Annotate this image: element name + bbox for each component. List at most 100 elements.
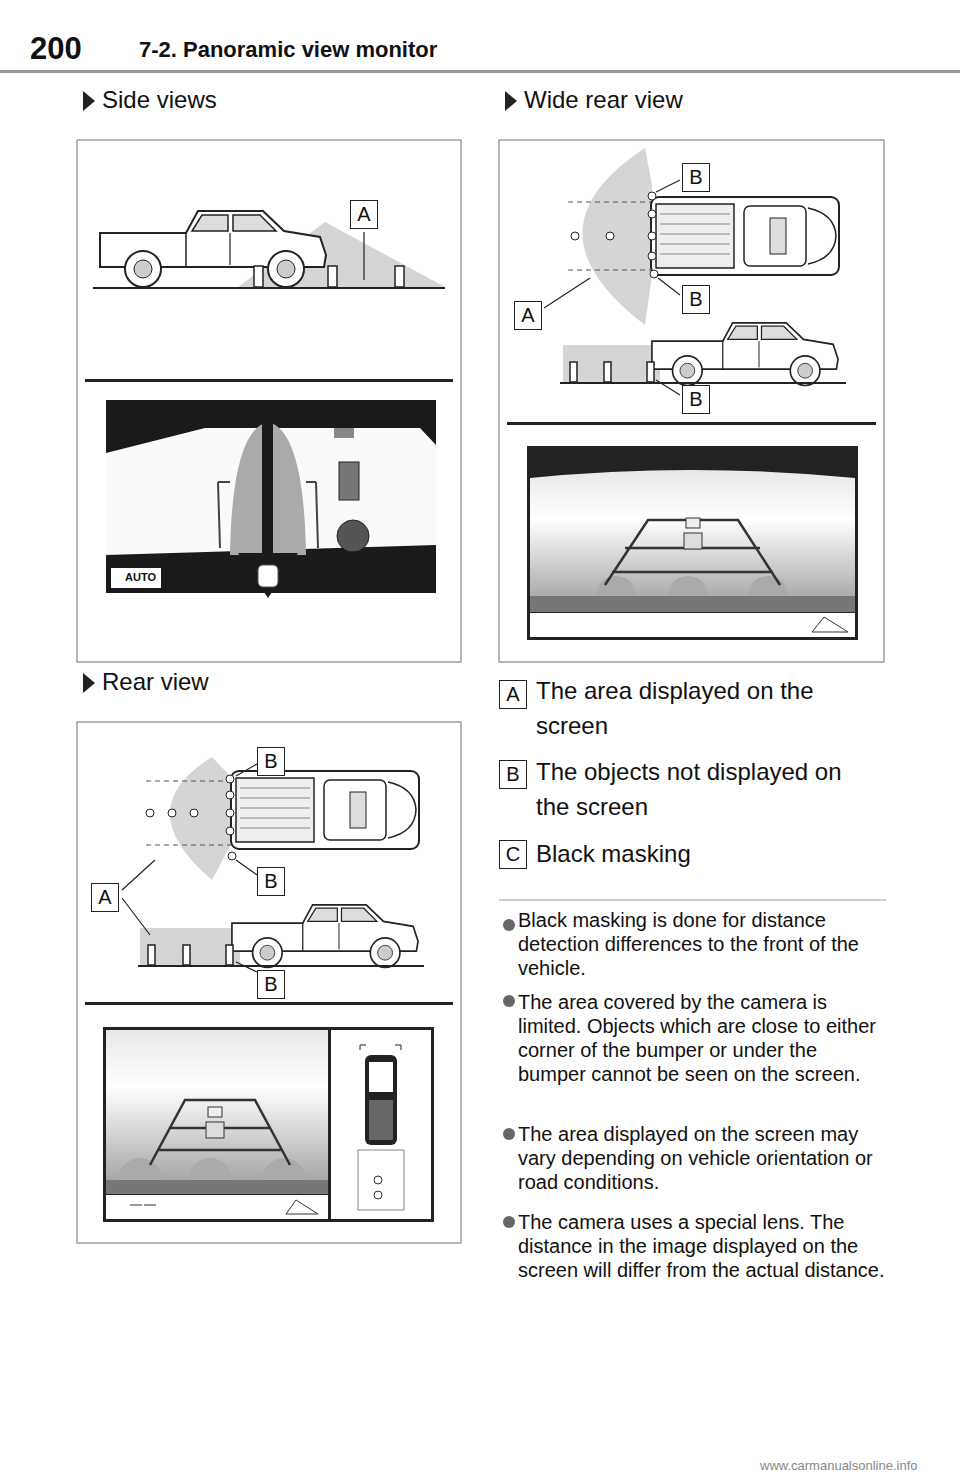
rear-view-figure-part [146, 809, 154, 817]
side-view-figure-part [254, 266, 263, 287]
rear-view-figure-part [228, 852, 236, 860]
rear-view-figure-part [236, 764, 257, 875]
callout-letter: A [350, 200, 378, 229]
rear-view-figure-part [369, 1100, 393, 1140]
notes-decor-part [503, 995, 515, 1007]
note-text: Black masking is done for distance detec… [518, 908, 888, 980]
callout-letter: B [682, 385, 710, 414]
callout-letter: B [257, 970, 285, 999]
notes-decor-part [499, 899, 886, 900]
wide-rear-view-figure-part [606, 232, 614, 240]
heading-markers-part [505, 91, 517, 111]
rear-view-figure-part [208, 1107, 222, 1117]
callout-letter: B [257, 747, 285, 776]
rear-view-figure-part [365, 1055, 397, 1145]
side-view-figure-part [363, 232, 364, 280]
side-view-figure-part [111, 568, 161, 588]
rear-view-figure-part [106, 1180, 328, 1194]
note-text: The camera uses a special lens. The dist… [518, 1210, 888, 1282]
wide-rear-view-figure-part [571, 232, 579, 240]
rear-view-figure-part [170, 757, 232, 880]
wide-rear-view-figure-part [604, 362, 611, 382]
watermark: www.carmanualsonline.info [760, 1458, 918, 1474]
wide-rear-view-figure-part [530, 470, 855, 612]
wide-rear-view-figure-part [570, 362, 577, 382]
rear-view-figure-part [168, 809, 176, 817]
wide-rear-view-figure-part [647, 362, 654, 382]
rear-view-figure-part [118, 1158, 306, 1180]
heading-markers-part [83, 91, 95, 111]
wide-rear-view-figure-part [652, 323, 838, 386]
wide-rear-view-figure-part [684, 533, 702, 549]
rear-view-figure-part [150, 1100, 290, 1165]
rear-view-figure-part [106, 1030, 328, 1194]
wide-rear-view-figure-part [560, 382, 846, 384]
wide-rear-view-figure-part [648, 192, 656, 200]
rear-view-figure-part [331, 1030, 431, 1219]
rear-view-figure-part [226, 827, 234, 835]
callout-letter: B [257, 867, 285, 896]
rear-view-figure-part [130, 1200, 318, 1214]
wide-rear-view-figure-part [812, 617, 848, 632]
rear-view-figure-part [358, 1150, 404, 1210]
rear-view-figure [85, 757, 453, 1222]
side-view-figure-part [100, 211, 326, 287]
wide-rear-view-figure-part [530, 613, 855, 637]
side-view-figure-part [85, 379, 453, 382]
view-heading: Wide rear view [524, 86, 683, 115]
notes-decor-part [503, 919, 515, 931]
legend-letter: C [499, 840, 527, 869]
rear-view-figure-part [226, 945, 233, 965]
frames-part [77, 722, 461, 1243]
rear-view-figure-part [140, 928, 240, 965]
note-text: The area covered by the camera is limite… [518, 990, 888, 1086]
legend-text: The area displayed on the screen [536, 673, 876, 743]
side-view-figure-part [218, 482, 318, 548]
wide-rear-view-figure-part [605, 520, 780, 585]
section-title: 7-2. Panoramic view monitor [139, 37, 437, 63]
side-view-figure-part [93, 287, 445, 289]
rear-view-figure-part [231, 771, 419, 849]
wide-rear-view-figure-part [648, 232, 656, 240]
rear-view-figure-part [106, 1195, 328, 1219]
callout-letter: A [91, 883, 119, 912]
legend-text: Black masking [536, 836, 876, 871]
view-heading: Side views [102, 86, 217, 115]
side-view-figure-part [258, 565, 278, 587]
legend-text: The objects not displayed on the screen [536, 754, 876, 824]
note-text: The area displayed on the screen may var… [518, 1122, 888, 1194]
legend-letter: A [499, 680, 527, 709]
wide-rear-view-figure-part [648, 210, 656, 218]
wide-rear-view-figure-part [563, 345, 660, 382]
rear-view-figure-part [226, 791, 234, 799]
rear-view-figure-part [374, 1176, 382, 1184]
rear-view-figure-part [138, 965, 424, 967]
rear-view-figure-part [103, 1027, 434, 1222]
wide-rear-view-figure-part [650, 270, 658, 278]
notes-decor-part [503, 1216, 515, 1228]
wide-rear-view-figure-part [507, 422, 876, 425]
callout-letter: B [682, 285, 710, 314]
rear-view-figure-part [122, 898, 257, 972]
rear-view-figure-part [183, 945, 190, 965]
rear-view-figure-part [146, 781, 232, 845]
wide-rear-view-figure-part [656, 180, 680, 295]
view-heading: Rear view [102, 668, 209, 697]
rear-view-figure-part [232, 905, 418, 968]
rear-view-figure-part [360, 1045, 401, 1050]
rear-view-figure-part [226, 809, 234, 817]
wide-rear-view-figure-part [686, 518, 700, 528]
rear-view-figure-part [206, 1122, 224, 1138]
wide-rear-view-figure-part [648, 252, 656, 260]
rear-view-figure-part [226, 775, 234, 783]
frames-part [77, 140, 461, 662]
legend-letter: B [499, 760, 527, 789]
wide-rear-view-figure-part [583, 148, 653, 325]
side-view-figure-part [339, 462, 359, 500]
rear-view-figure-part [85, 1002, 453, 1005]
side-view-figure-part [337, 520, 369, 552]
rear-view-figure-part [148, 945, 155, 965]
rear-view-figure-part [190, 809, 198, 817]
mode-label: AUTO [111, 571, 158, 584]
side-view-figure-part [238, 553, 298, 598]
